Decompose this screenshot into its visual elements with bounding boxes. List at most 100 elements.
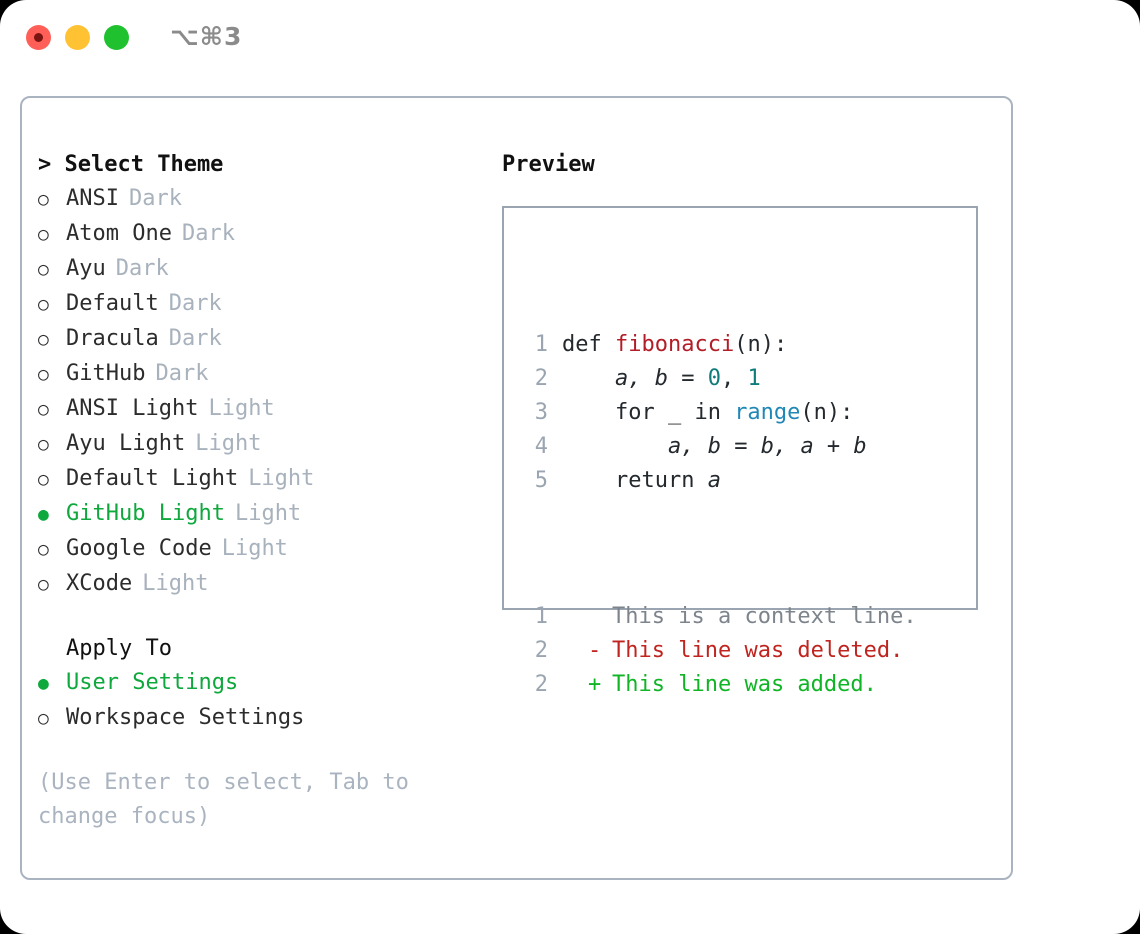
theme-option-label: Ayu bbox=[66, 256, 106, 281]
code-line: 1 def fibonacci(n): bbox=[520, 328, 917, 362]
radio-selected-icon: ● bbox=[38, 504, 49, 525]
theme-option-ayu-light[interactable]: ○ Ayu Light Light bbox=[38, 427, 478, 462]
code-token: , bbox=[720, 366, 748, 391]
code-token bbox=[562, 430, 668, 464]
radio-unselected-icon: ○ bbox=[38, 364, 49, 385]
diff-line-group: 1 This is a context line. 2 -This line was… bbox=[520, 600, 917, 702]
code-token: def bbox=[562, 332, 615, 357]
code-token: (n): bbox=[734, 332, 788, 357]
theme-option-label: Dracula bbox=[66, 326, 159, 351]
code-token: = bbox=[667, 366, 708, 391]
theme-option-label: Atom One bbox=[66, 221, 172, 246]
theme-option-label: ANSI bbox=[66, 186, 119, 211]
apply-to-option-label: User Settings bbox=[66, 670, 239, 695]
radio-unselected-icon: ○ bbox=[38, 434, 49, 455]
theme-option-tag: Light bbox=[195, 431, 262, 456]
theme-option-google-code[interactable]: ○ Google Code Light bbox=[38, 532, 478, 567]
maximize-button[interactable] bbox=[104, 25, 129, 50]
theme-option-tag: Dark bbox=[115, 256, 169, 281]
code-token: 1 bbox=[747, 366, 761, 391]
theme-option-tag: Light bbox=[142, 571, 209, 596]
theme-option-tag: Dark bbox=[168, 326, 222, 351]
radio-unselected-icon: ○ bbox=[38, 399, 49, 420]
radio-unselected-icon: ○ bbox=[38, 708, 49, 729]
theme-option-tag: Light bbox=[221, 536, 288, 561]
theme-option-github[interactable]: ○ GitHub Dark bbox=[38, 357, 478, 392]
minimize-button[interactable] bbox=[65, 25, 90, 50]
code-token: range bbox=[734, 400, 801, 425]
code-token bbox=[562, 362, 615, 396]
diff-line: 2 -This line was deleted. bbox=[520, 634, 917, 668]
theme-option-label: GitHub Light bbox=[66, 501, 225, 526]
code-line: 5 return a bbox=[520, 464, 917, 498]
theme-option-ansi[interactable]: ○ ANSI Dark bbox=[38, 182, 478, 217]
code-token: (n): bbox=[800, 400, 854, 425]
theme-option-tag: Dark bbox=[128, 186, 182, 211]
code-line: 3 for _ in range(n): bbox=[520, 396, 917, 430]
line-number: 1 bbox=[534, 332, 548, 357]
theme-option-label: Google Code bbox=[66, 536, 212, 561]
keyboard-hint: (Use Enter to select, Tab to change focu… bbox=[38, 770, 409, 829]
diff-text: This is a context line. bbox=[612, 604, 917, 629]
code-line: 4 a, b = b, a + b bbox=[520, 430, 917, 464]
code-token: b, a + b bbox=[760, 434, 867, 459]
code-token: a bbox=[707, 468, 721, 493]
theme-option-label: Ayu Light bbox=[66, 431, 186, 456]
diff-marker: - bbox=[588, 638, 602, 663]
radio-unselected-icon: ○ bbox=[38, 539, 49, 560]
diff-text: This line was added. bbox=[612, 672, 877, 697]
preview-title: Preview bbox=[502, 152, 595, 177]
radio-unselected-icon: ○ bbox=[38, 224, 49, 245]
line-number: 5 bbox=[534, 468, 548, 493]
window-title: ⌥⌘3 bbox=[170, 22, 243, 51]
theme-option-tag: Light bbox=[248, 466, 315, 491]
close-button[interactable] bbox=[26, 25, 51, 50]
diff-line: 1 This is a context line. bbox=[520, 600, 917, 634]
line-number: 2 bbox=[534, 366, 548, 391]
diff-line-number: 2 bbox=[534, 638, 548, 663]
theme-option-tag: Dark bbox=[168, 291, 222, 316]
diff-line: 2 + This line was added. bbox=[520, 668, 917, 702]
code-token: for _ in bbox=[562, 400, 735, 425]
theme-option-tag: Dark bbox=[155, 361, 209, 386]
radio-unselected-icon: ○ bbox=[38, 189, 49, 210]
code-token: 0 bbox=[707, 366, 721, 391]
code-token: a, b bbox=[614, 366, 668, 391]
code-token: fibonacci bbox=[614, 332, 735, 357]
diff-line-number: 2 bbox=[534, 672, 548, 697]
code-token: a, b bbox=[667, 434, 721, 459]
window-controls bbox=[26, 25, 129, 50]
theme-option-label: Default Light bbox=[66, 466, 239, 491]
section-gap bbox=[38, 602, 478, 632]
radio-selected-icon: ● bbox=[38, 673, 49, 694]
radio-unselected-icon: ○ bbox=[38, 294, 49, 315]
apply-to-option-workspace-settings[interactable]: ○ Workspace Settings bbox=[38, 701, 478, 736]
theme-option-ayu[interactable]: ○ Ayu Dark bbox=[38, 252, 478, 287]
theme-option-label: ANSI Light bbox=[66, 396, 199, 421]
title-bar: ⌥⌘3 bbox=[0, 0, 1140, 78]
theme-option-tag: Light bbox=[234, 501, 302, 526]
apply-to-option-label: Workspace Settings bbox=[66, 705, 305, 730]
diff-marker: + bbox=[588, 672, 602, 697]
theme-option-label: XCode bbox=[66, 571, 133, 596]
theme-option-github-light[interactable]: ● GitHub Light Light bbox=[38, 497, 478, 532]
diff-text: This line was deleted. bbox=[612, 638, 904, 663]
line-number: 4 bbox=[534, 434, 548, 459]
radio-unselected-icon: ○ bbox=[38, 259, 49, 280]
apply-to-option-user-settings[interactable]: ● User Settings bbox=[38, 666, 478, 701]
apply-to-header: Apply To bbox=[66, 636, 172, 661]
theme-option-label: GitHub bbox=[66, 361, 146, 386]
